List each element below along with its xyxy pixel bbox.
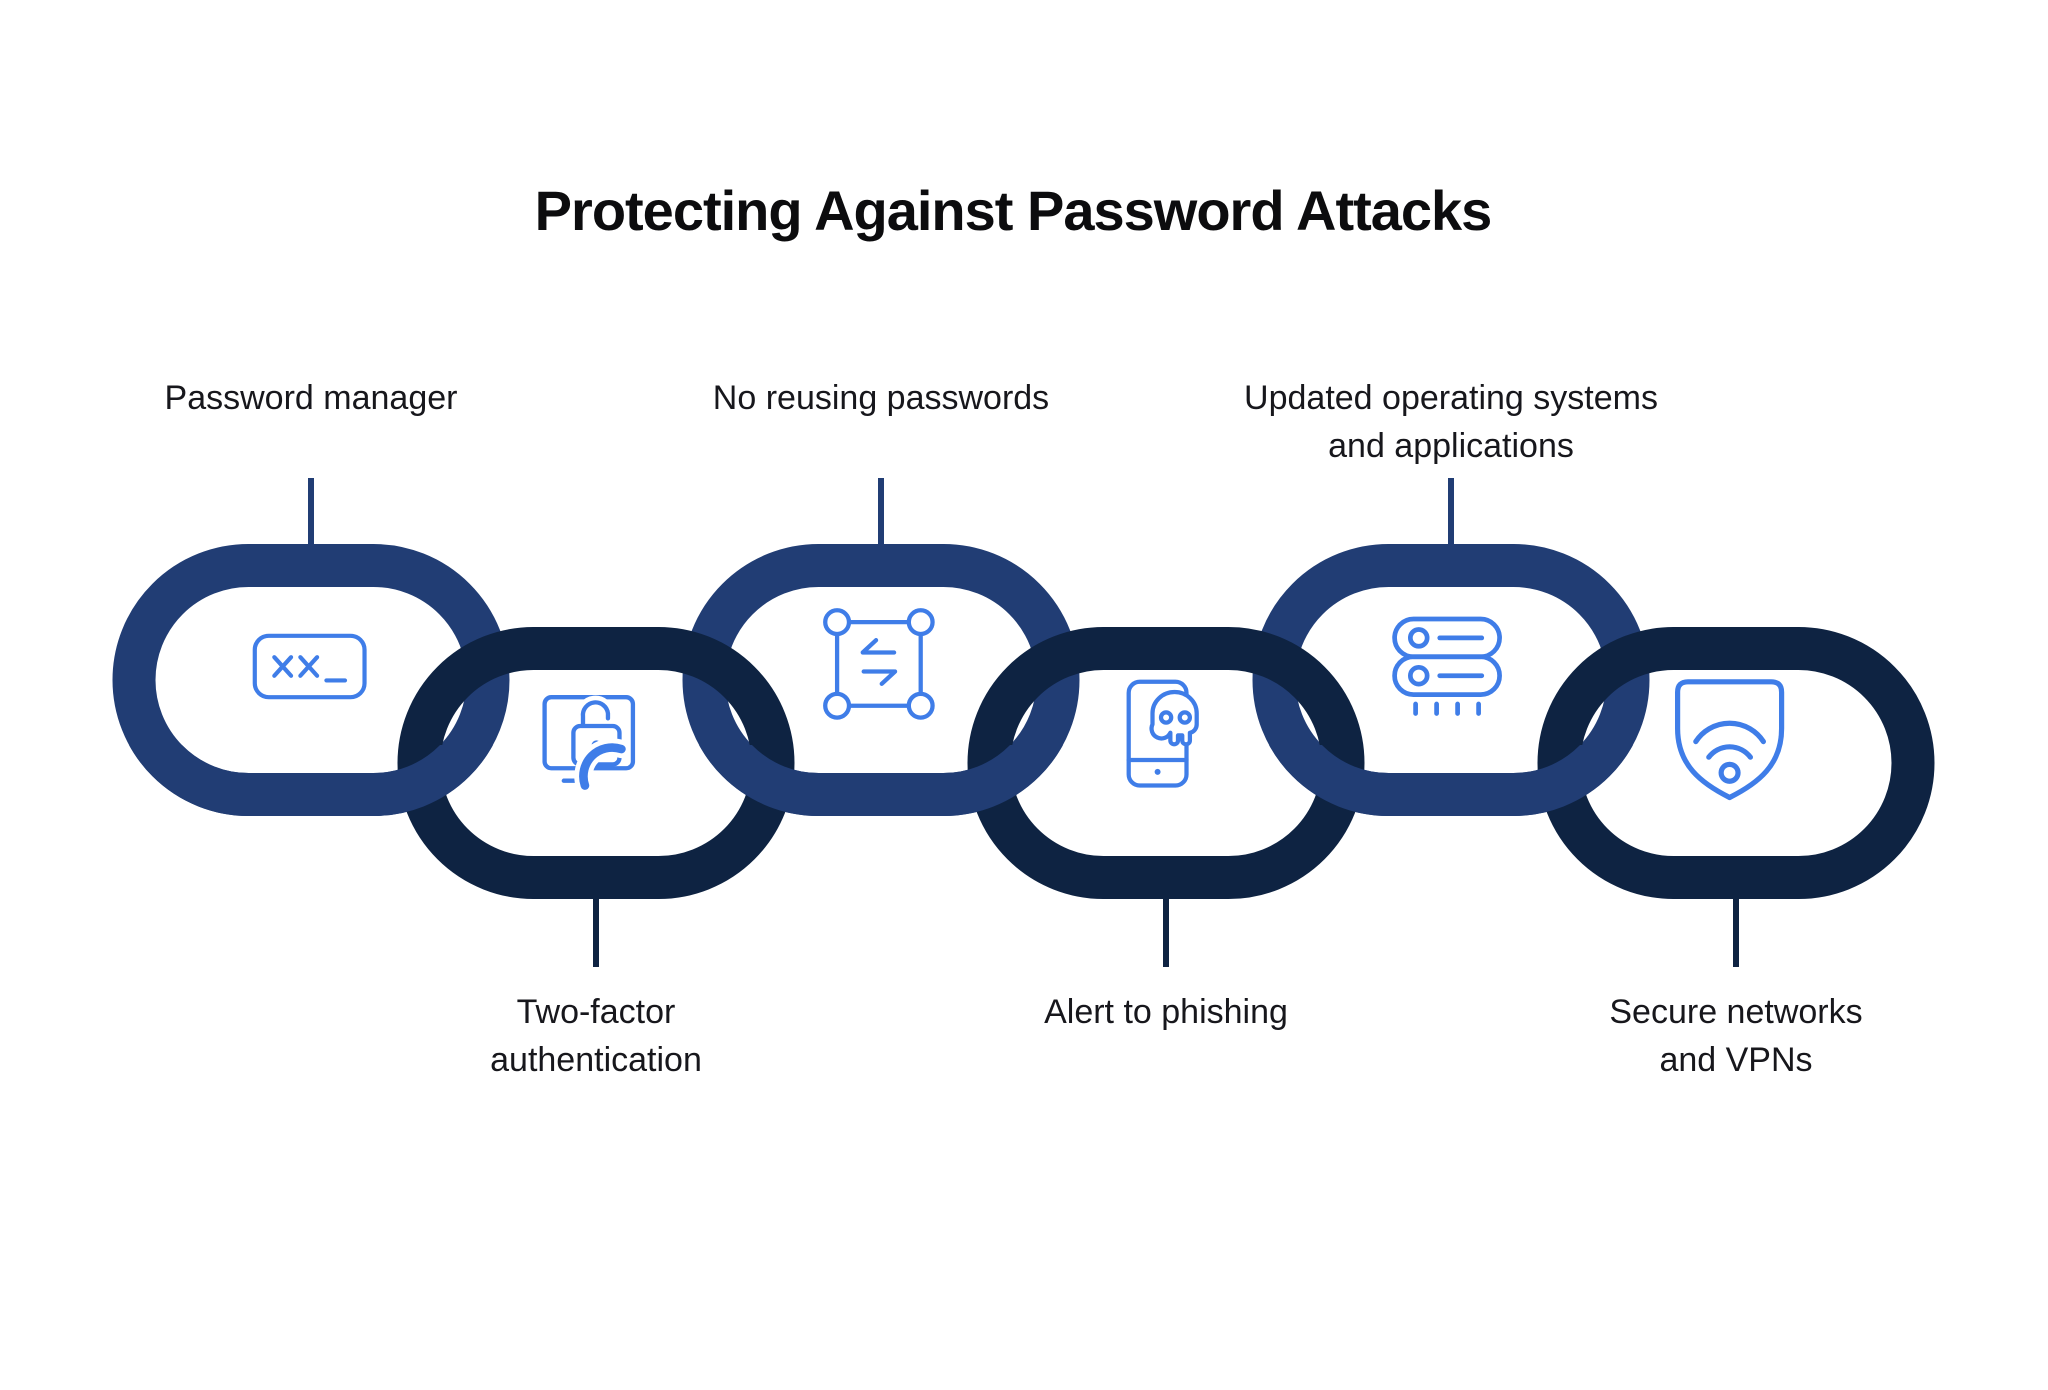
password-field-icon bbox=[252, 633, 367, 700]
label-password-manager: Password manager bbox=[164, 379, 458, 417]
label-updated-operating-systems: Updated operating systems and applicatio… bbox=[1244, 379, 1658, 466]
chain-interlock-patches bbox=[129, 745, 1633, 816]
server-stack-icon bbox=[1392, 616, 1502, 716]
swap-arrows-icon bbox=[823, 608, 935, 720]
label-secure-networks-vpns: Secure networks and VPNs bbox=[1609, 993, 1863, 1080]
page-title: Protecting Against Password Attacks bbox=[534, 179, 1493, 242]
label-two-factor-authentication: Two-factor authentication bbox=[490, 993, 702, 1080]
label-alert-to-phishing: Alert to phishing bbox=[1044, 993, 1288, 1031]
phone-skull-icon bbox=[1126, 679, 1199, 788]
shield-wifi-icon bbox=[1674, 679, 1785, 801]
label-no-reusing-passwords: No reusing passwords bbox=[712, 379, 1050, 417]
monitor-lock-phone-icon bbox=[542, 695, 636, 795]
